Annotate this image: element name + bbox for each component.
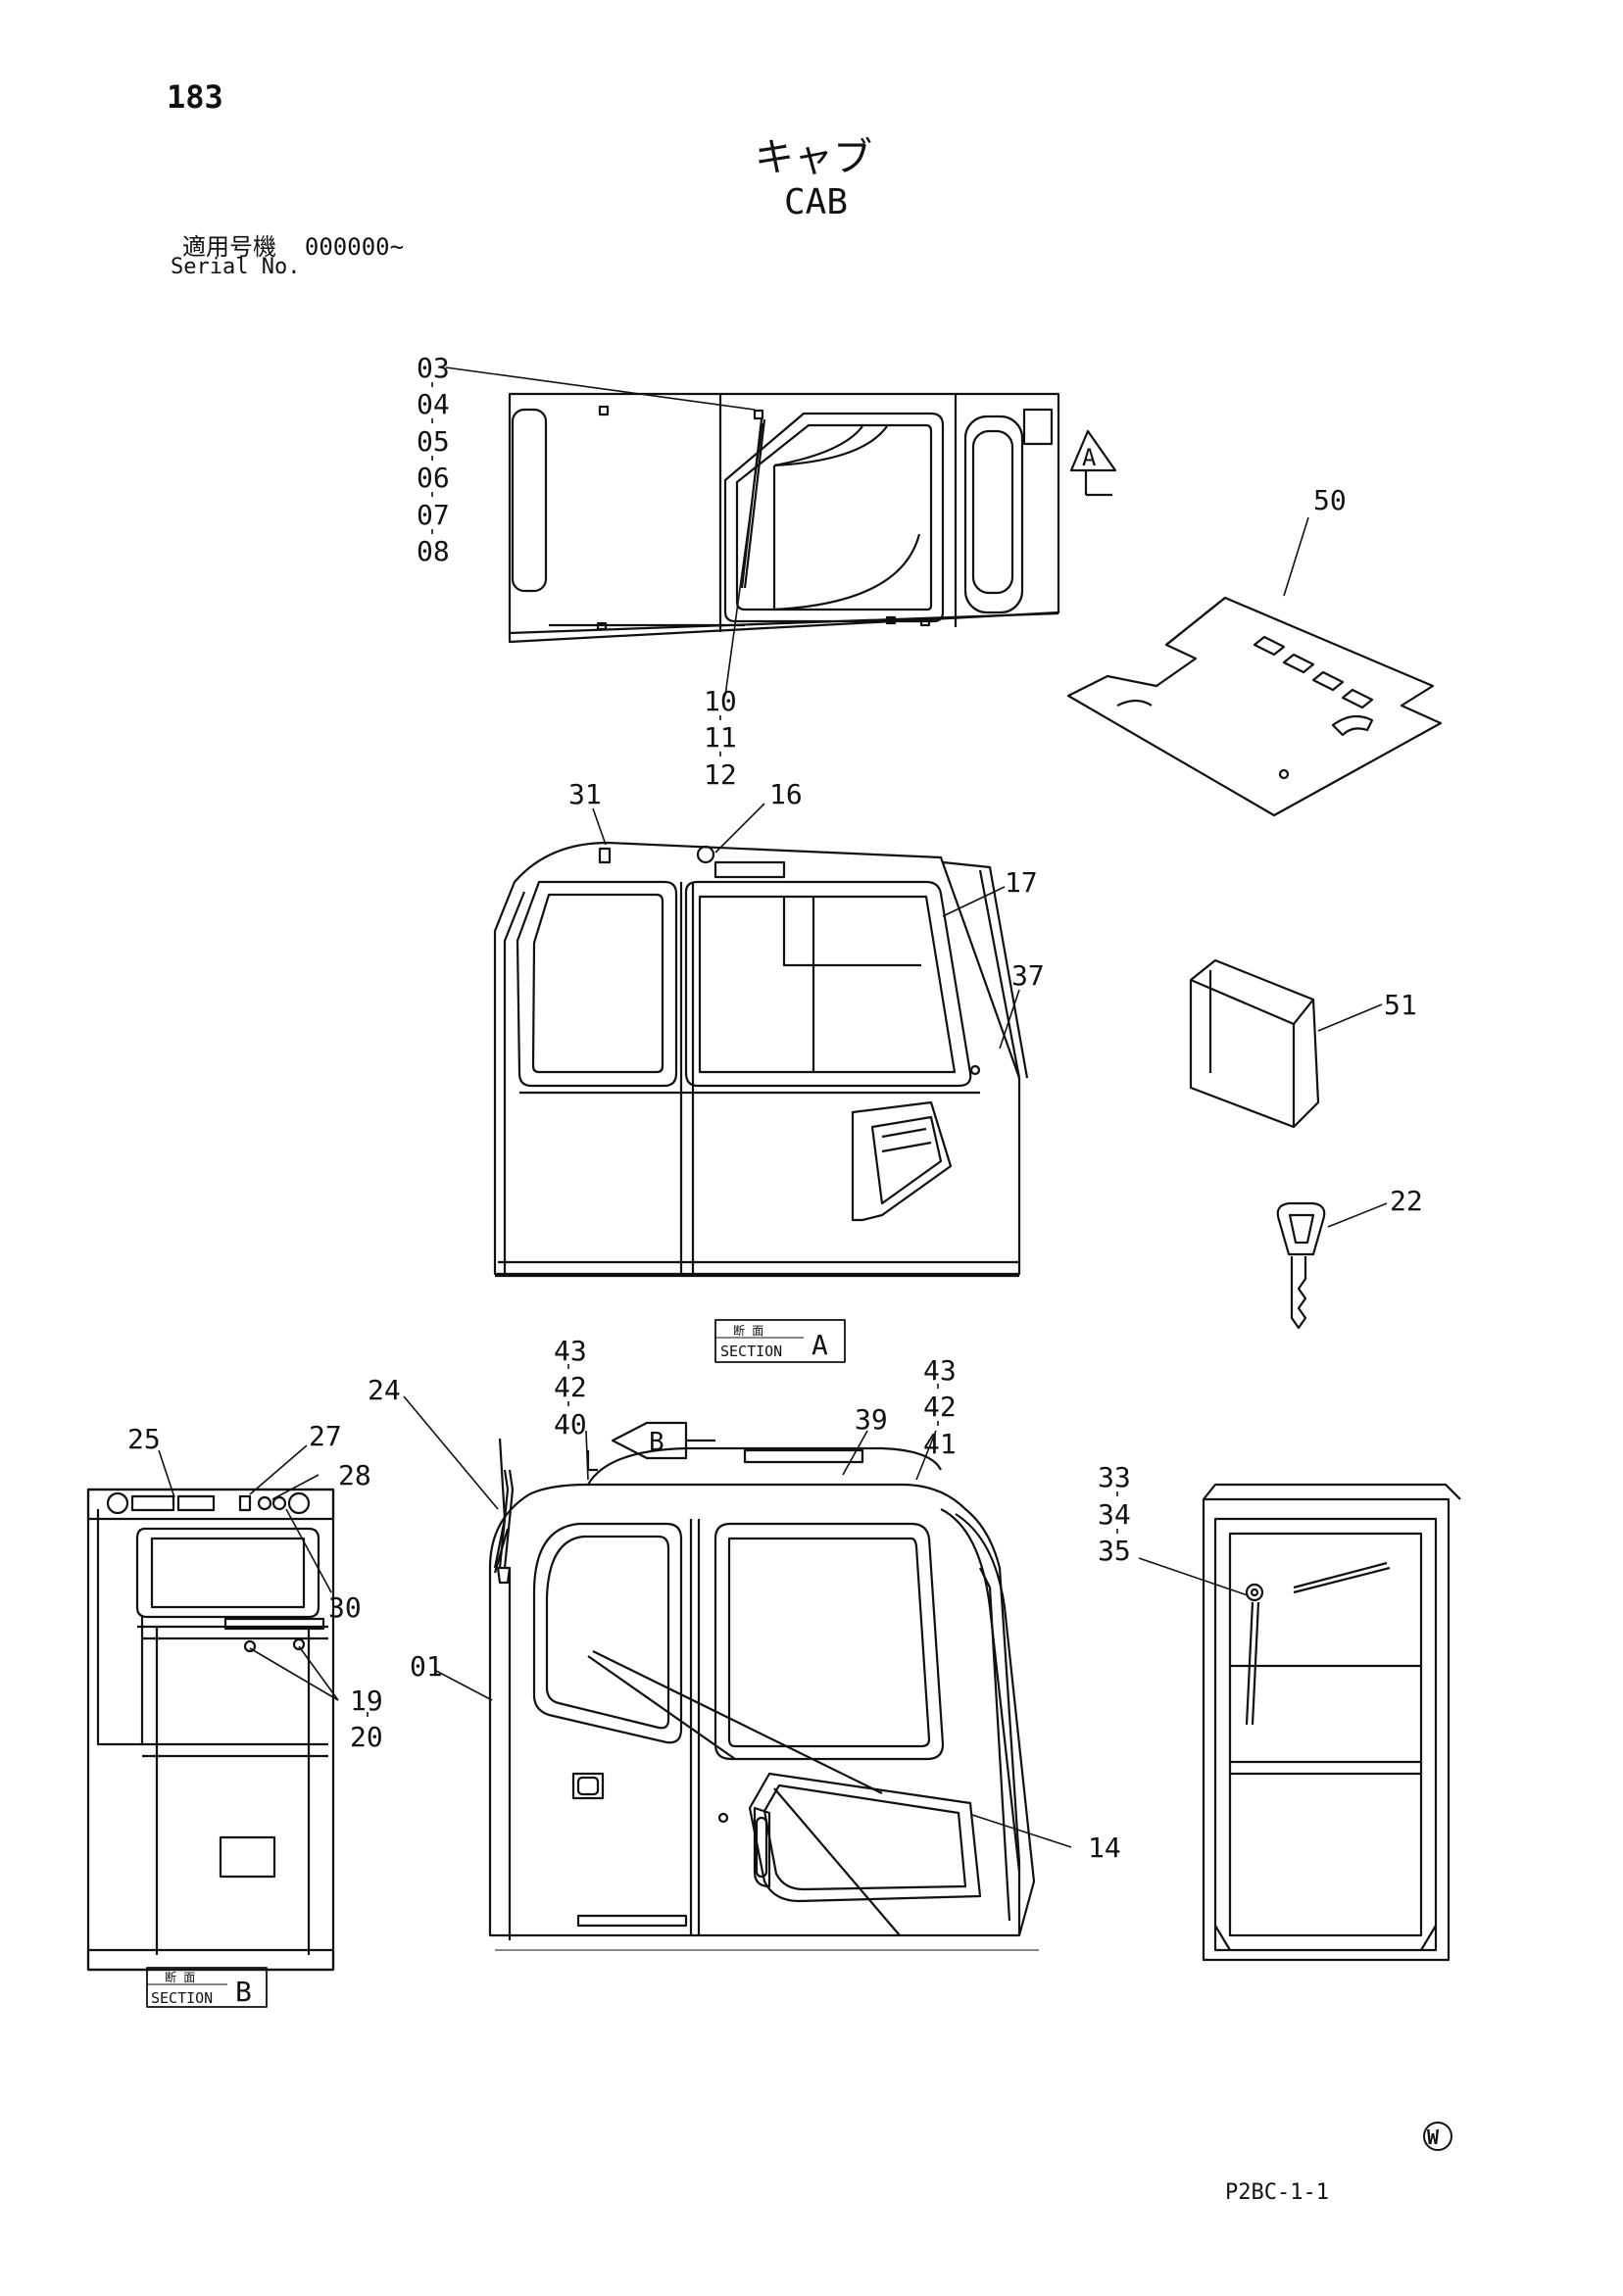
watermark-letter: W	[1427, 2125, 1440, 2149]
callout-22: 22	[1390, 1185, 1423, 1217]
section-b-box	[146, 1967, 268, 2008]
antenna	[496, 1469, 515, 1585]
cab-top-view	[508, 392, 1060, 644]
section-b-letter: B	[235, 1976, 252, 2008]
page-title-english: CAB	[784, 182, 849, 222]
callout-39: 39	[855, 1403, 888, 1436]
serial-label-japanese: 適用号機	[182, 233, 276, 261]
callout-28: 28	[338, 1459, 371, 1491]
view-marker-a: A	[1082, 444, 1097, 471]
callout-08: 08	[417, 535, 450, 567]
serial-value: 000000~	[304, 233, 405, 261]
callout-35: 35	[1098, 1535, 1131, 1567]
callout-16: 16	[769, 778, 803, 810]
leader-lines	[158, 366, 1388, 1848]
section-a-letter: A	[812, 1329, 828, 1361]
serial-range-japanese: 適用号機 000000~	[182, 227, 404, 262]
callout-41: 41	[923, 1428, 957, 1460]
watermark-logo: W	[1423, 2122, 1452, 2151]
cab-section-a	[493, 841, 1029, 1278]
storage-box	[1189, 958, 1320, 1129]
section-a-box	[714, 1319, 846, 1363]
callout-43-left: 43	[554, 1335, 587, 1367]
section-b-label-japanese: 断 面	[165, 1970, 195, 1984]
callout-20: 20	[350, 1721, 383, 1753]
callout-34: 34	[1098, 1498, 1131, 1531]
callout-42-right: 42	[923, 1391, 957, 1423]
section-b-label: SECTION	[151, 1989, 213, 2007]
callout-14: 14	[1088, 1832, 1121, 1864]
callout-24: 24	[368, 1374, 401, 1406]
callout-ticks	[367, 382, 1118, 1717]
callout-05: 05	[417, 425, 450, 458]
callout-04: 04	[417, 388, 450, 420]
callout-51: 51	[1384, 989, 1417, 1021]
callout-17: 17	[1005, 866, 1038, 899]
callout-31: 31	[568, 778, 602, 810]
callout-19: 19	[350, 1685, 383, 1717]
cab-rear-view	[1202, 1483, 1461, 1962]
drawing-code: P2BC-1-1	[1225, 2180, 1329, 2205]
callout-40: 40	[554, 1408, 587, 1441]
callout-10: 10	[704, 685, 737, 717]
callout-42-left: 42	[554, 1371, 587, 1403]
view-marker-b: B	[649, 1428, 664, 1457]
page-title-japanese: キャブ	[755, 135, 872, 180]
view-markers	[611, 429, 1117, 1460]
callout-25: 25	[127, 1423, 161, 1455]
callout-30: 30	[328, 1591, 362, 1624]
callout-37: 37	[1011, 959, 1045, 992]
callout-43-right: 43	[923, 1354, 957, 1387]
callout-11: 11	[704, 721, 737, 754]
callout-03: 03	[417, 352, 450, 384]
page-number: 183	[167, 78, 223, 116]
floor-mat	[1066, 596, 1443, 817]
cab-exterior	[488, 1438, 1039, 1951]
callout-07: 07	[417, 499, 450, 531]
callout-12: 12	[704, 758, 737, 791]
serial-label-english: Serial No.	[171, 255, 301, 279]
section-a-label: SECTION	[720, 1343, 782, 1360]
callout-01: 01	[410, 1650, 443, 1683]
callout-06: 06	[417, 462, 450, 494]
callout-50: 50	[1313, 484, 1347, 516]
callout-27: 27	[309, 1420, 342, 1452]
callout-33: 33	[1098, 1461, 1131, 1493]
key	[1276, 1201, 1326, 1330]
section-a-label-japanese: 断 面	[733, 1323, 763, 1338]
cab-section-b	[86, 1488, 335, 1972]
